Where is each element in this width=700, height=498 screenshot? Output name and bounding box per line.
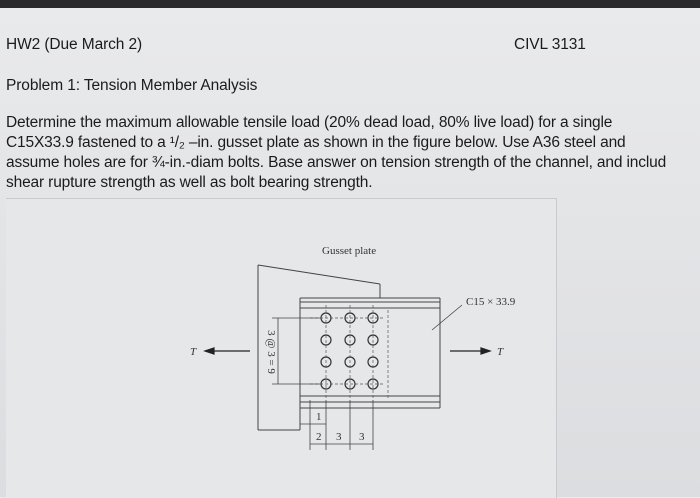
- paragraph-line-4: shear rupture strength as well as bolt b…: [6, 174, 373, 191]
- right-force-arrow: [450, 347, 492, 355]
- dim-label-3b: 3: [359, 431, 365, 443]
- problem-title: Problem 1: Tension Member Analysis: [6, 77, 258, 94]
- header-right: CIVL 3131: [514, 36, 586, 53]
- left-force-arrow: [203, 347, 250, 355]
- dim-label-3a: 3: [336, 431, 342, 443]
- left-force-label: T: [190, 346, 197, 358]
- vertical-dimension: [272, 317, 320, 385]
- channel-leader-line: [431, 304, 463, 331]
- paragraph-line-1: Determine the maximum allowable tensile …: [6, 114, 613, 131]
- bolt-group: [320, 312, 379, 390]
- right-force-label: T: [497, 346, 504, 358]
- screen-bezel: [0, 0, 700, 8]
- paragraph-line-3: assume holes are for ¾-in.-diam bolts. B…: [6, 154, 667, 171]
- vertical-dimension-label: 3 @ 3 = 9: [265, 330, 277, 374]
- channel-member: [299, 297, 441, 409]
- horizontal-dimensions: [300, 400, 374, 450]
- dim-label-2: 2: [316, 431, 322, 443]
- header-left: HW2 (Due March 2): [6, 36, 143, 53]
- dim-label-1: 1: [316, 411, 322, 423]
- paragraph-line-2: C15X33.9 fastened to a ¹/₂ –in. gusset p…: [6, 134, 626, 151]
- gusset-plate-label: Gusset plate: [322, 245, 376, 257]
- channel-label: C15 × 33.9: [466, 296, 516, 308]
- figure-frame: [6, 198, 557, 498]
- bolt-centerlines: [310, 305, 389, 400]
- gusset-plate: [257, 264, 381, 431]
